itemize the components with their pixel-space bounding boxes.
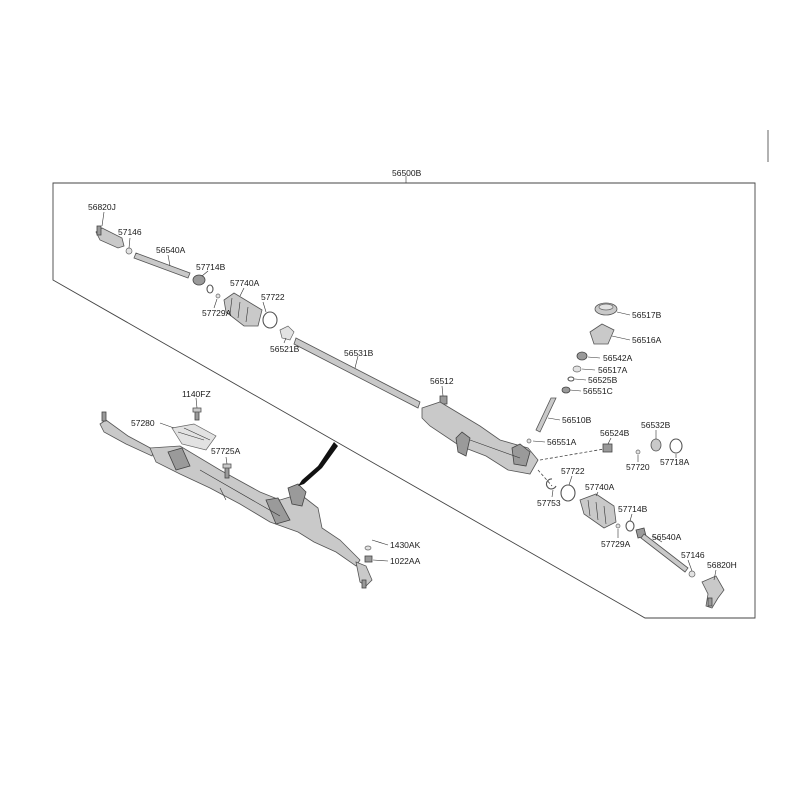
band-left	[215, 293, 221, 299]
clip-right	[625, 520, 635, 532]
label-spring: 56542A	[603, 353, 633, 363]
support-yoke	[602, 443, 613, 453]
label-bracket: 57280	[131, 418, 155, 428]
oring-b	[635, 449, 641, 455]
label-nut-right: 57146	[681, 550, 705, 560]
label-bolt-mid: 57725A	[211, 446, 241, 456]
label-ring-right: 57753	[537, 498, 561, 508]
leader-lines	[101, 211, 717, 581]
seal-c	[561, 386, 571, 394]
label-pinion: 56510B	[562, 415, 592, 425]
clamp-ring-right	[560, 484, 576, 502]
label-oring-a: 57718A	[660, 457, 690, 467]
assembly-line-yoke	[539, 448, 605, 461]
label-clamp-left: 57722	[261, 292, 285, 302]
label-plug-b: 56525B	[588, 375, 618, 385]
rack-bar	[293, 337, 421, 409]
label-band-right: 57729A	[601, 539, 631, 549]
boot-left	[223, 292, 263, 327]
plug-b	[567, 376, 575, 382]
oring-a	[669, 438, 683, 454]
label-clip-left: 57714B	[196, 262, 226, 272]
boot-right	[579, 493, 617, 529]
gear-housing	[421, 401, 539, 475]
assembled-gear	[99, 411, 373, 589]
label-nut-bottom: 1022AA	[390, 556, 421, 566]
spring	[576, 351, 588, 361]
label-yoke-cover: 56516A	[632, 335, 662, 345]
inner-rod-left	[133, 252, 191, 279]
washer	[364, 545, 372, 551]
clip-left	[192, 274, 206, 286]
label-rack-bar: 56531B	[344, 348, 374, 358]
label-inner-rod-left: 56540A	[156, 245, 186, 255]
cap-top	[594, 302, 618, 316]
label-inner-rod-right: 56540A	[652, 532, 682, 542]
label-seal-a: 56551A	[547, 437, 577, 447]
seal-a	[526, 438, 532, 444]
assembly-label: 56500B	[392, 168, 422, 178]
label-clip-right: 57714B	[618, 504, 648, 514]
label-yoke-plug: 56532B	[641, 420, 671, 430]
assembly-line-ring	[537, 469, 553, 487]
detail-pointer	[298, 442, 338, 486]
yoke-cover	[589, 323, 615, 345]
label-boot-left: 57740A	[230, 278, 260, 288]
label-nut-left: 57146	[118, 227, 142, 237]
label-oring-b: 57720	[626, 462, 650, 472]
band-right	[615, 523, 621, 529]
label-cap-top: 56517B	[632, 310, 662, 320]
label-washer: 1430AK	[390, 540, 421, 550]
tie-rod-end-right	[701, 575, 725, 609]
nut-right	[688, 570, 696, 578]
label-nut-a: 56517A	[598, 365, 628, 375]
pinion	[535, 397, 557, 433]
nut-a	[572, 365, 582, 373]
yoke-plug	[650, 438, 662, 452]
label-band-left: 57729A	[202, 308, 232, 318]
label-support-yoke: 56524B	[600, 428, 630, 438]
nut-bottom	[364, 555, 373, 563]
ring-right	[545, 478, 557, 490]
label-seal-c: 56551C	[583, 386, 613, 396]
inner-rod-right	[635, 527, 689, 573]
label-plug: 56512	[430, 376, 454, 386]
tie-rod-end-left	[95, 225, 125, 249]
label-tie-rod-end-left: 56820J	[88, 202, 116, 212]
bolt-top	[192, 407, 202, 421]
clamp-ring-left	[262, 311, 278, 329]
label-bolt-top: 1140FZ	[182, 389, 211, 399]
bracket	[171, 423, 217, 451]
nut-left	[125, 247, 133, 255]
label-bushing: 56521B	[270, 344, 300, 354]
label-boot-right: 57740A	[585, 482, 615, 492]
clamp-ring-small-left	[206, 284, 214, 294]
assembly-frame	[52, 182, 756, 619]
label-tie-rod-end-right: 56820H	[707, 560, 737, 570]
bushing	[279, 325, 295, 341]
label-clamp-right: 57722	[561, 466, 585, 476]
